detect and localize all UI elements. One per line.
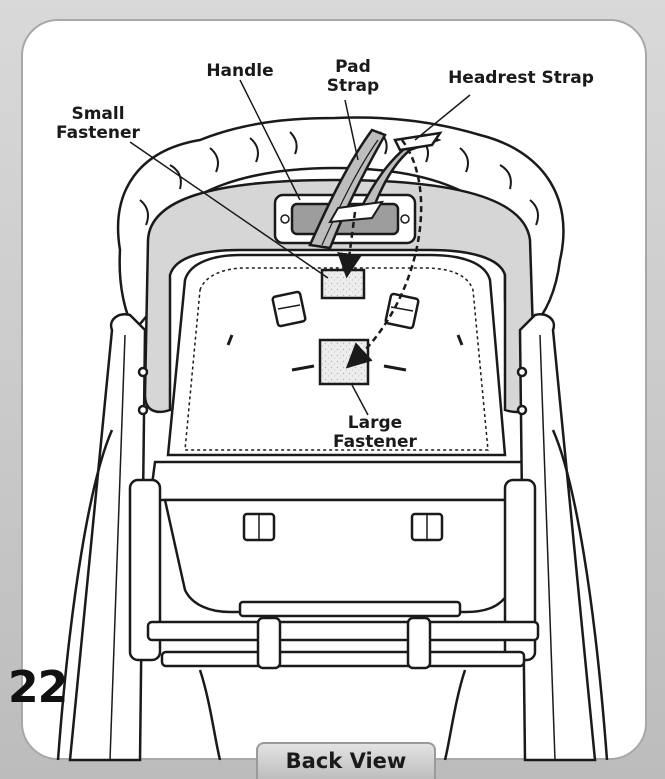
seat-tray — [150, 462, 545, 616]
small-fastener-label-line1: Small — [48, 105, 148, 124]
headrest-strap-label-text: Headrest Strap — [436, 69, 606, 88]
large-fastener — [320, 340, 368, 384]
small-fastener-label-line2: Fastener — [48, 124, 148, 143]
small-fastener-label: Small Fastener — [48, 105, 148, 143]
large-fastener-label-line1: Large — [325, 414, 425, 433]
headrest-strap-label: Headrest Strap — [436, 69, 606, 88]
view-caption: Back View — [256, 742, 436, 779]
pad-strap-label-line1: Pad — [318, 58, 388, 77]
pad-strap-label: Pad Strap — [318, 58, 388, 96]
handle-label-text: Handle — [200, 62, 280, 81]
step-number: 22 — [8, 664, 67, 712]
small-fastener — [322, 270, 364, 298]
pad-strap-label-line2: Strap — [318, 77, 388, 96]
large-fastener-label-line2: Fastener — [325, 433, 425, 452]
handle-label: Handle — [200, 62, 280, 81]
large-fastener-label: Large Fastener — [325, 414, 425, 452]
